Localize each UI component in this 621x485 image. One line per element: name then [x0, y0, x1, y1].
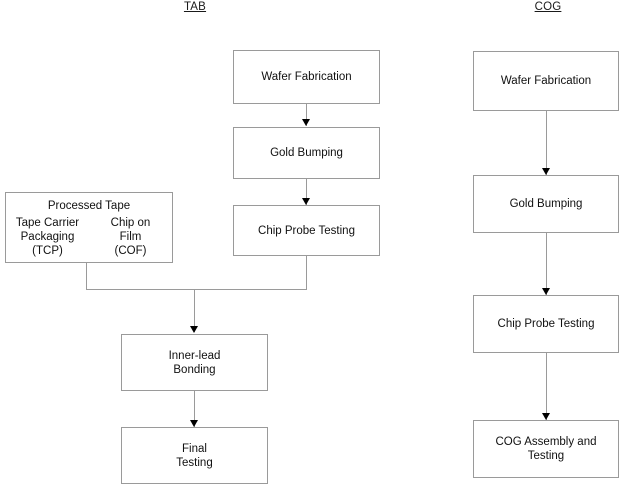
node-label: Chip Probe Testing — [258, 224, 355, 237]
node-label: Inner-lead Bonding — [168, 349, 221, 376]
connector-tab-gold-to-probe — [306, 179, 307, 205]
connector-cog-gold-to-probe — [546, 233, 547, 295]
node-label: Gold Bumping — [509, 198, 583, 210]
connector-tab-wafer-to-gold — [306, 104, 307, 126]
connector-cog-wafer-to-gold — [546, 111, 547, 175]
node-tab-gold-bumping[interactable]: Gold Bumping — [233, 127, 380, 179]
node-cog-gold-bumping[interactable]: Gold Bumping — [473, 175, 619, 233]
arrowhead-cog-gold-to-probe — [542, 288, 550, 295]
node-label: Final Testing — [176, 442, 213, 469]
arrowhead-cog-wafer-to-gold — [542, 168, 550, 175]
node-label: Wafer Fabrication — [261, 71, 352, 83]
node-label: COG Assembly and Testing — [495, 436, 597, 462]
connector-cog-probe-to-assembly — [546, 353, 547, 420]
connector-inner-lead-to-final — [194, 391, 195, 427]
arrowhead-tab-gold-to-probe — [302, 198, 310, 205]
connector-processed-tape-down — [86, 263, 87, 290]
node-processed-tape[interactable]: Processed Tape Tape Carrier Packaging (T… — [5, 192, 173, 263]
arrowhead-inner-lead-to-final — [190, 420, 198, 427]
node-tab-inner-lead-bonding[interactable]: Inner-lead Bonding — [121, 334, 268, 391]
node-label: Wafer Fabrication — [500, 75, 592, 87]
column-title-tab: TAB — [183, 1, 207, 13]
node-tab-chip-probe-testing[interactable]: Chip Probe Testing — [233, 205, 380, 256]
connector-merge-bar — [86, 289, 307, 290]
processed-tape-options: Tape Carrier Packaging (TCP) Chip on Fil… — [6, 213, 172, 262]
node-cog-assembly-and-testing[interactable]: COG Assembly and Testing — [473, 420, 619, 478]
connector-merge-to-inner-lead — [194, 290, 195, 332]
node-tab-wafer-fabrication[interactable]: Wafer Fabrication — [233, 50, 380, 104]
node-tab-final-testing[interactable]: Final Testing — [121, 427, 268, 484]
arrowhead-tab-wafer-to-gold — [302, 119, 310, 126]
node-label: Chip Probe Testing — [497, 318, 595, 330]
column-title-cog: COG — [534, 1, 562, 13]
node-cog-chip-probe-testing[interactable]: Chip Probe Testing — [473, 295, 619, 353]
arrowhead-cog-probe-to-assembly — [542, 413, 550, 420]
connector-chip-probe-down — [306, 256, 307, 290]
node-cog-wafer-fabrication[interactable]: Wafer Fabrication — [473, 51, 619, 111]
processed-tape-option-tcp[interactable]: Tape Carrier Packaging (TCP) — [15, 217, 80, 257]
node-label: Gold Bumping — [270, 147, 343, 159]
processed-tape-header: Processed Tape — [47, 200, 131, 212]
processed-tape-option-cof[interactable]: Chip on Film (COF) — [110, 217, 151, 257]
arrowhead-merge-to-inner-lead — [190, 326, 198, 333]
